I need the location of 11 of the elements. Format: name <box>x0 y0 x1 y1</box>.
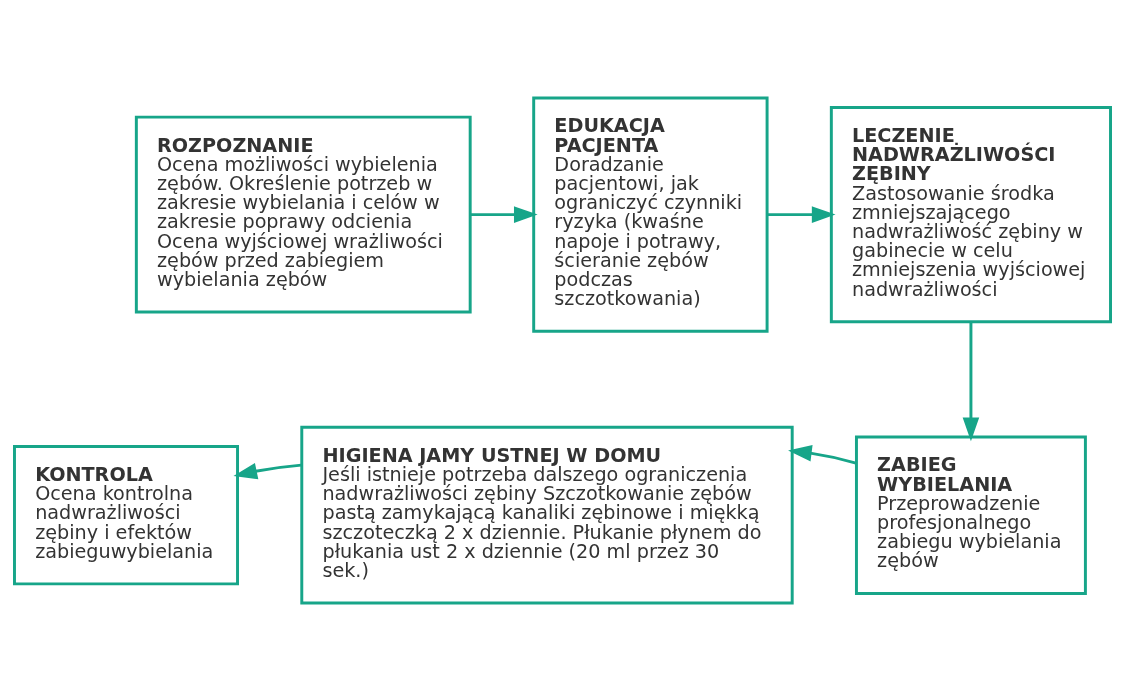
arrow <box>788 444 857 464</box>
node-box: HIGIENA JAMY USTNEJ W DOMU Jeśli istnieje potrzeba dalszego ograniczenia nadwrażliwości zębiny Szczotkowanie zębów pastą zamykającą kanaliki zębinowe i miękką szczoteczką 2 x dziennie. Płukanie płynem do płukania ust 2 x dziennie (20 ml przez 30 sek.) <box>300 425 794 605</box>
arrow <box>233 462 302 479</box>
node-box: KONTROLA Ocena kontrolna nadwrażliwości zębiny i efektów zabieguwybielania <box>13 444 239 585</box>
node-box: LECZENIE NADWRAŻLIWOŚCI ZĘBINY Zastosowanie środka zmniejszającego nadwrażliwość zębiny w gabinecie w celu zmniejszenia wyjściowej nadwrażliwości <box>829 105 1112 323</box>
node-box: ROZPOZNANIE Ocena możliwości wybielenia zębów. Określenie potrzeb w zakresie wybielania i celów w zakresie poprawy odcienia Ocena wyjściowej wrażliwości zębów przed zabiegiem wybielania zębów <box>134 115 472 314</box>
arrow <box>962 321 980 441</box>
node-box: EDUKACJA PACJENTA Doradzanie pacjentowi, jak ograniczyć czynniki ryzyka (kwaśne napoje i potrawy, ścieranie zębów podczas szczotkowania) <box>532 95 769 333</box>
arrow <box>470 205 538 223</box>
node-box: ZABIEG WYBIELANIA Przeprowadzenie profesjonalnego zabiegu wybielania zębów <box>854 434 1087 595</box>
arrow <box>767 205 836 223</box>
